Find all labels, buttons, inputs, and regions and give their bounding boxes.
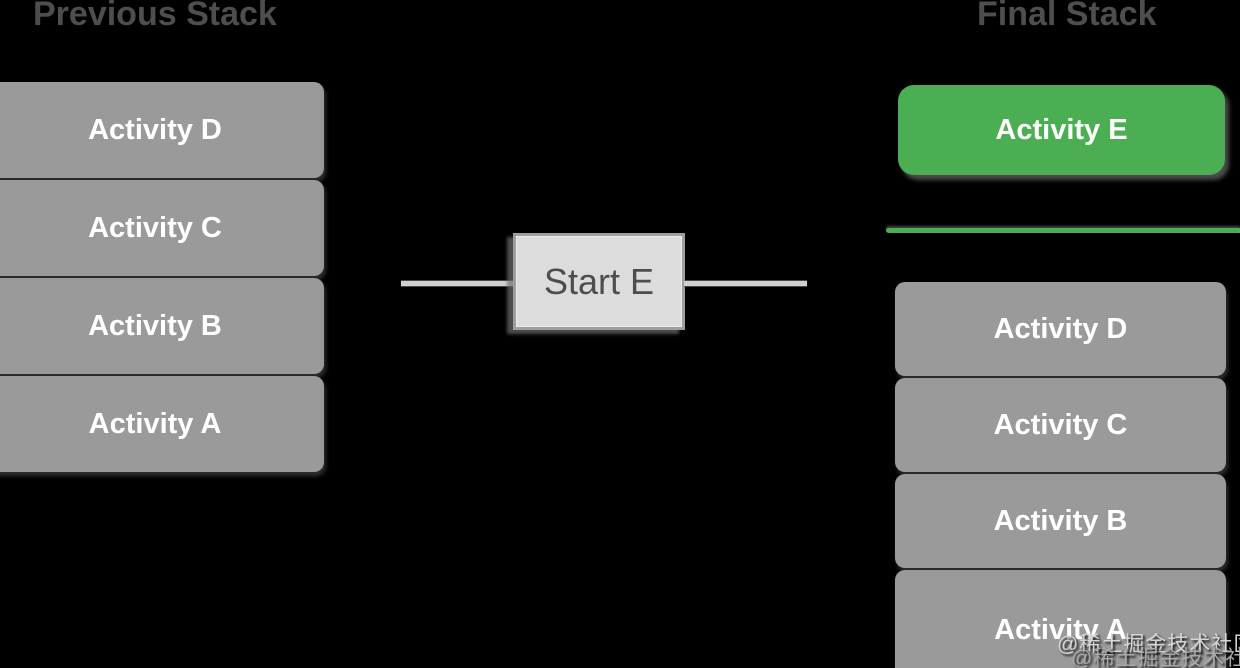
previous-stack-title: Previous Stack xyxy=(33,0,277,33)
previous-stack: Activity D Activity C Activity B Activit… xyxy=(0,82,324,472)
previous-stack-item-activity-b: Activity B xyxy=(0,278,324,374)
watermark-text: @稀土掘金技术社区 xyxy=(1057,633,1240,656)
final-stack-item-activity-e: Activity E xyxy=(898,85,1225,175)
previous-stack-item-activity-a: Activity A xyxy=(0,376,324,472)
green-divider-line xyxy=(886,228,1240,233)
final-stack-item-activity-d: Activity D xyxy=(895,282,1226,376)
start-e-node: Start E xyxy=(513,233,685,330)
previous-stack-item-activity-d: Activity D xyxy=(0,82,324,178)
final-stack-title: Final Stack xyxy=(977,0,1157,33)
final-stack-item-activity-a: Activity A xyxy=(895,570,1226,668)
previous-stack-item-activity-c: Activity C xyxy=(0,180,324,276)
connector-line-left xyxy=(401,281,513,286)
final-stack-item-activity-b: Activity B xyxy=(895,474,1226,568)
watermark-text-duplicate: @稀土掘金技术社区 xyxy=(1071,647,1240,668)
final-stack: Activity D Activity C Activity B Activit… xyxy=(895,282,1226,668)
connector-line-right xyxy=(684,281,807,286)
final-stack-item-activity-c: Activity C xyxy=(895,378,1226,472)
